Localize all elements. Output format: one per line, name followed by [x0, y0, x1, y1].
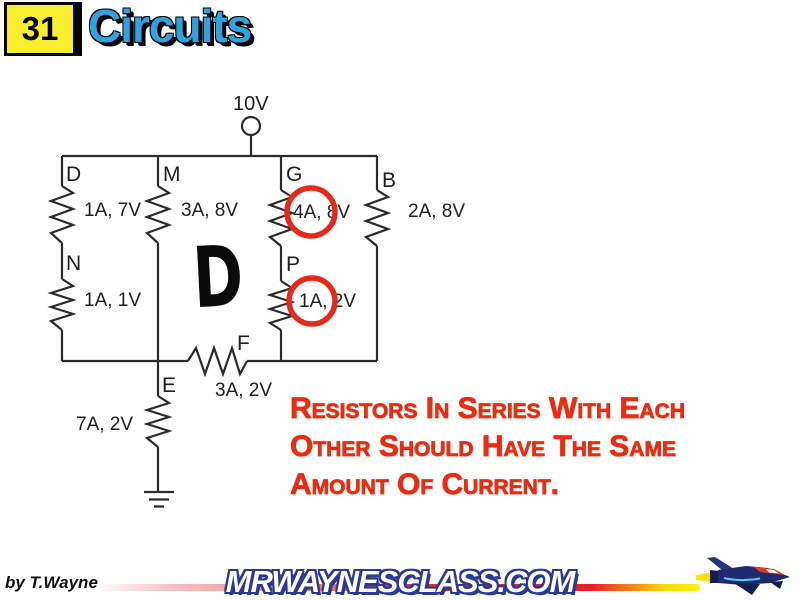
resistor-G-value: 4A, 8V — [293, 202, 350, 223]
node-label-G: G — [286, 163, 302, 186]
jet-belly-fin — [770, 581, 783, 589]
page-title: Circuits — [88, 0, 252, 52]
note-line-1: Resistors in series with each — [290, 392, 686, 426]
circuit-wires — [60, 135, 379, 492]
node-label-B: B — [382, 169, 396, 192]
node-label-D: D — [66, 163, 81, 186]
note-line-3: amount of current. — [290, 468, 560, 502]
resistor-M-symbol — [143, 185, 173, 244]
ground-icon — [144, 490, 174, 508]
jet-wing — [734, 583, 760, 595]
jet-exhaust-trail — [696, 572, 712, 582]
resistor-P-symbol — [266, 280, 296, 331]
resistor-E-symbol — [143, 395, 173, 448]
resistor-E-value: 7A, 2V — [76, 414, 133, 435]
jet-cockpit — [766, 569, 779, 574]
resistor-B-symbol — [362, 189, 392, 247]
emphasis-circle-P — [286, 275, 338, 327]
jet-tail-fin — [707, 557, 734, 570]
resistor-N-value: 1A, 1V — [84, 290, 141, 311]
resistor-P-value: 1A, 2V — [299, 291, 356, 312]
website-banner: MRWAYNESCLASS.COM — [225, 564, 576, 599]
resistor-M-value: 3A, 8V — [181, 200, 238, 221]
jet-icon — [696, 557, 790, 595]
slide-number-badge: 31 — [4, 2, 82, 56]
terminal-circle-icon — [240, 115, 262, 137]
node-label-P: P — [286, 253, 300, 276]
node-label-E: E — [162, 374, 176, 397]
note-line-2: other should have the same — [290, 430, 677, 464]
node-label-N: N — [66, 252, 81, 275]
node-label-M: M — [163, 163, 181, 186]
emphasis-circle-G — [284, 185, 338, 239]
resistor-D-value: 1A, 7V — [84, 200, 141, 221]
resistor-F-value: 3A, 2V — [215, 380, 272, 401]
resistor-F-symbol — [187, 344, 248, 378]
resistor-B-value: 2A, 8V — [408, 201, 465, 222]
jet-blue-accent — [723, 577, 761, 582]
resistor-N-symbol — [47, 278, 77, 331]
footer-gradient-line — [96, 584, 700, 591]
jet-nozzle — [710, 570, 720, 583]
slide-number: 31 — [21, 10, 59, 47]
resistor-D-symbol — [47, 185, 77, 244]
supply-voltage-label: 10V — [233, 93, 269, 115]
node-label-F: F — [237, 332, 250, 355]
series-group-letter: D — [191, 227, 246, 327]
note-text: Resistors in series with each other shou… — [290, 390, 686, 504]
author-credit: by T.Wayne — [5, 573, 98, 592]
